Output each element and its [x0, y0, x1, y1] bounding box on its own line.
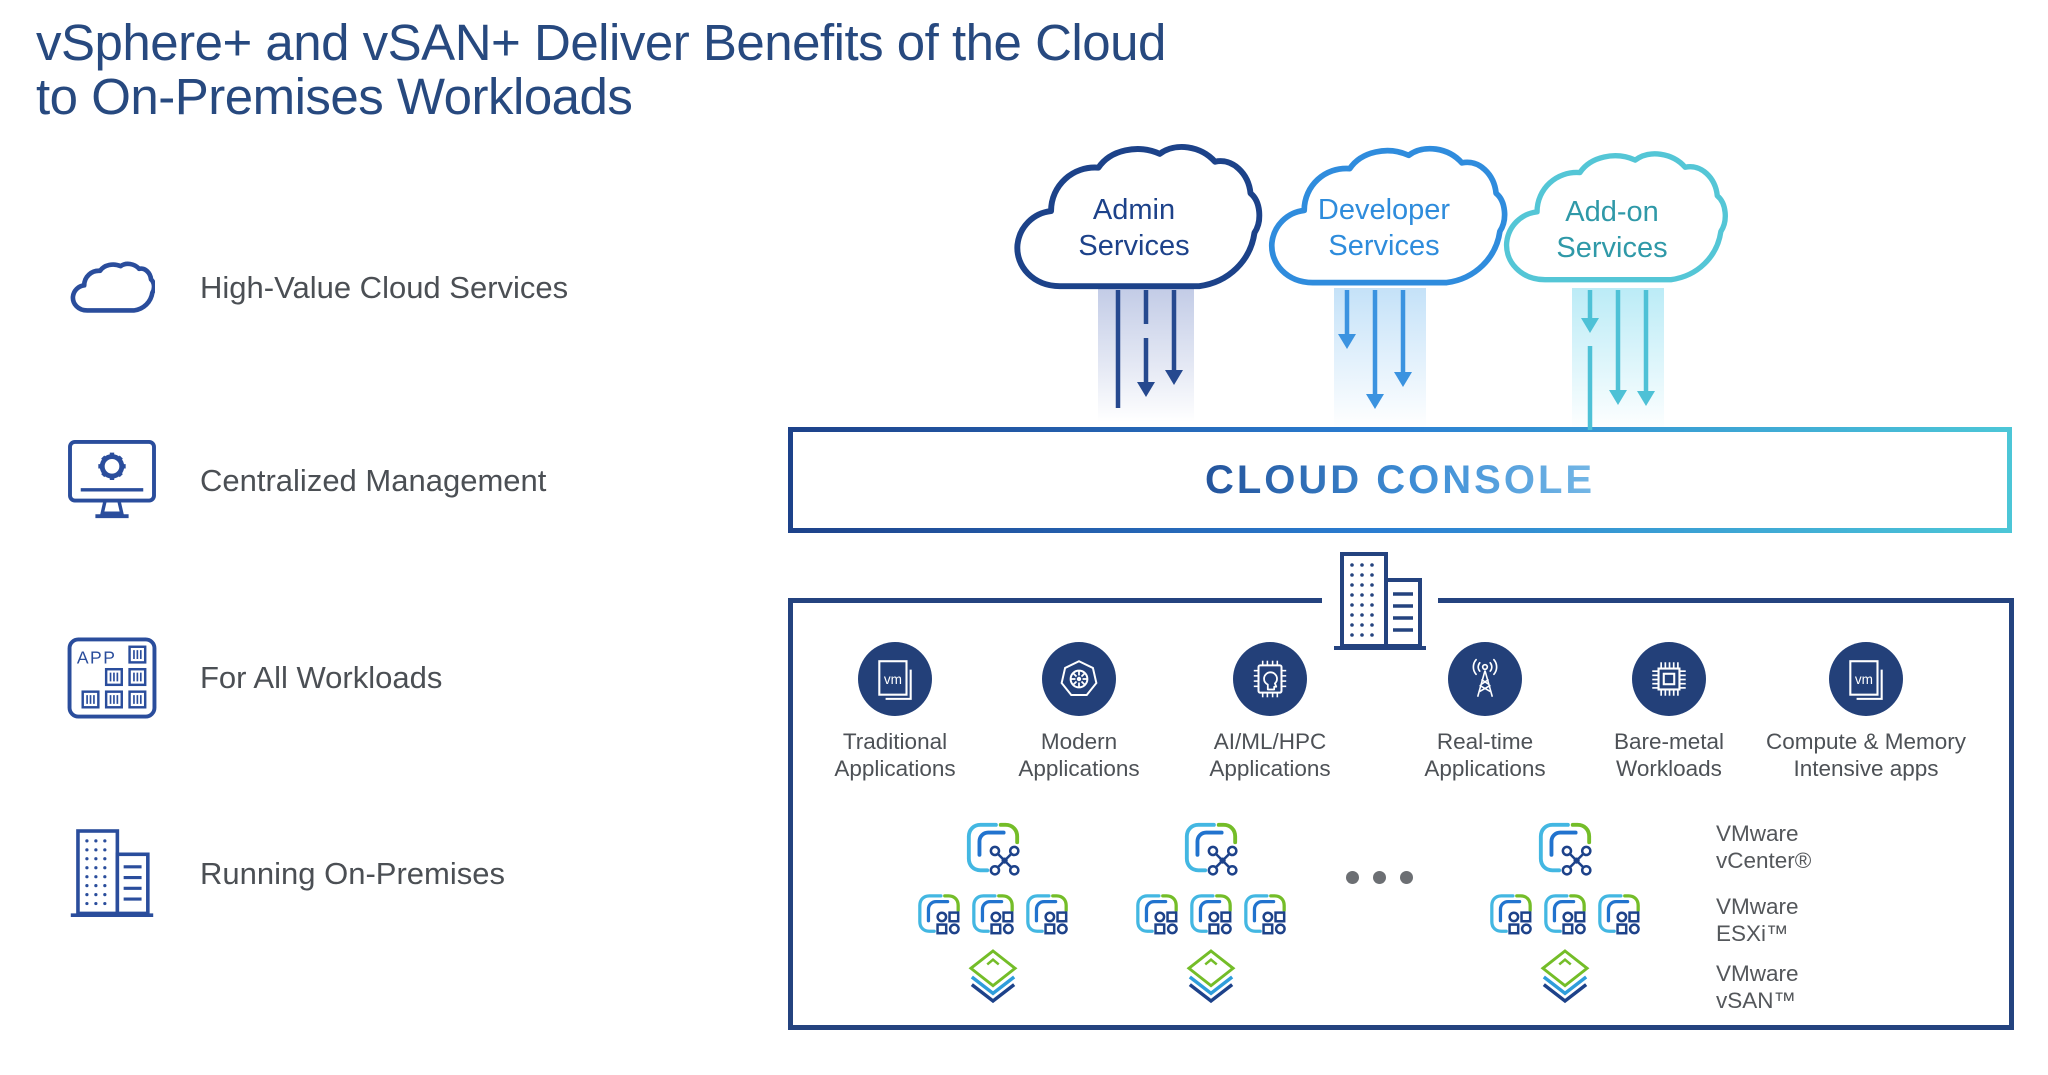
chip-icon — [1632, 642, 1706, 716]
cloud-label-line-1: Admin — [1092, 194, 1176, 227]
benefit-label: High-Value Cloud Services — [200, 270, 569, 305]
ellipsis-dots — [1346, 871, 1413, 884]
benefit-centralized-management: Centralized Management — [56, 431, 546, 531]
title-line-1: vSphere+ and vSAN+ Deliver Benefits of t… — [36, 14, 1166, 71]
benefit-high-value-cloud-services: High-Value Cloud Services — [56, 238, 568, 338]
cloud-console-box: CLOUD CONSOLE — [788, 427, 2012, 533]
ai-chip-icon — [1233, 642, 1307, 716]
admin-arrows-icon — [1115, 290, 1183, 408]
page-title: vSphere+ and vSAN+ Deliver Benefits of t… — [36, 16, 1166, 124]
benefit-label: Centralized Management — [200, 463, 547, 498]
vm-icon — [858, 642, 932, 716]
datacenter-building-icon — [1322, 546, 1438, 660]
monitor-gear-icon — [56, 439, 168, 523]
cloud-label-line-2: Services — [1078, 230, 1190, 263]
kubernetes-icon — [1042, 642, 1116, 716]
developer-arrow-band — [1334, 288, 1426, 428]
cloud-console-label: CLOUD CONSOLE — [1204, 457, 1596, 502]
esxi-host-icon — [970, 892, 1016, 938]
developer-arrows-icon — [1338, 290, 1412, 409]
cloud-label: Developer Services — [1260, 192, 1508, 264]
app-grid-icon — [56, 637, 168, 719]
dot — [1373, 871, 1386, 884]
cloud-label: Add-on Services — [1496, 194, 1728, 266]
esxi-host-icon — [1188, 892, 1234, 938]
cloud-icon — [56, 259, 168, 317]
product-vmware-vsan: VMware vSAN™ — [1716, 960, 1799, 1014]
esxi-host-icon — [916, 892, 962, 938]
esxi-host-icon — [1596, 892, 1642, 938]
benefit-label: For All Workloads — [200, 660, 443, 695]
cluster-2 — [1127, 820, 1295, 1004]
esxi-host-row — [916, 892, 1070, 938]
addon-services-cloud: Add-on Services — [1496, 144, 1728, 294]
product-vmware-esxi: VMware ESXi™ — [1716, 893, 1799, 947]
cloud-label-line-2: Services — [1328, 230, 1440, 263]
cluster-3 — [1481, 820, 1649, 1004]
developer-services-cloud: Developer Services — [1260, 142, 1508, 294]
building-icon — [56, 827, 168, 921]
benefit-label: Running On-Premises — [200, 856, 505, 891]
cloud-label: Admin Services — [1000, 192, 1268, 264]
product-line-1: VMware — [1716, 821, 1799, 846]
vm-icon — [1829, 642, 1903, 716]
product-line-2: ESXi™ — [1716, 921, 1789, 946]
product-vmware-vcenter: VMware vCenter® — [1716, 820, 1811, 874]
product-line-2: vCenter® — [1716, 848, 1812, 873]
dot — [1346, 871, 1359, 884]
product-line-1: VMware — [1716, 961, 1799, 986]
vcenter-icon — [964, 820, 1022, 878]
cluster-1 — [909, 820, 1077, 1004]
esxi-host-icon — [1242, 892, 1288, 938]
vcenter-icon — [1536, 820, 1594, 878]
esxi-host-row — [1488, 892, 1642, 938]
addon-arrows-icon — [1581, 290, 1655, 430]
benefit-for-all-workloads: For All Workloads — [56, 628, 442, 728]
cloud-label-line-2: Services — [1556, 231, 1668, 264]
cloud-label-line-1: Developer — [1317, 194, 1451, 227]
product-line-1: VMware — [1716, 894, 1799, 919]
vsan-icon — [1186, 948, 1236, 1004]
vcenter-icon — [1182, 820, 1240, 878]
antenna-icon — [1448, 642, 1522, 716]
title-line-2: to On-Premises Workloads — [36, 68, 633, 125]
esxi-host-row — [1134, 892, 1288, 938]
esxi-host-icon — [1134, 892, 1180, 938]
esxi-host-icon — [1542, 892, 1588, 938]
esxi-host-icon — [1024, 892, 1070, 938]
vsan-icon — [968, 948, 1018, 1004]
vsan-icon — [1540, 948, 1590, 1004]
admin-services-cloud: Admin Services — [1000, 140, 1268, 298]
benefit-running-on-premises: Running On-Premises — [56, 824, 505, 924]
esxi-host-icon — [1488, 892, 1534, 938]
product-line-2: vSAN™ — [1716, 988, 1797, 1013]
cloud-label-line-1: Add-on — [1565, 195, 1659, 228]
dot — [1400, 871, 1413, 884]
